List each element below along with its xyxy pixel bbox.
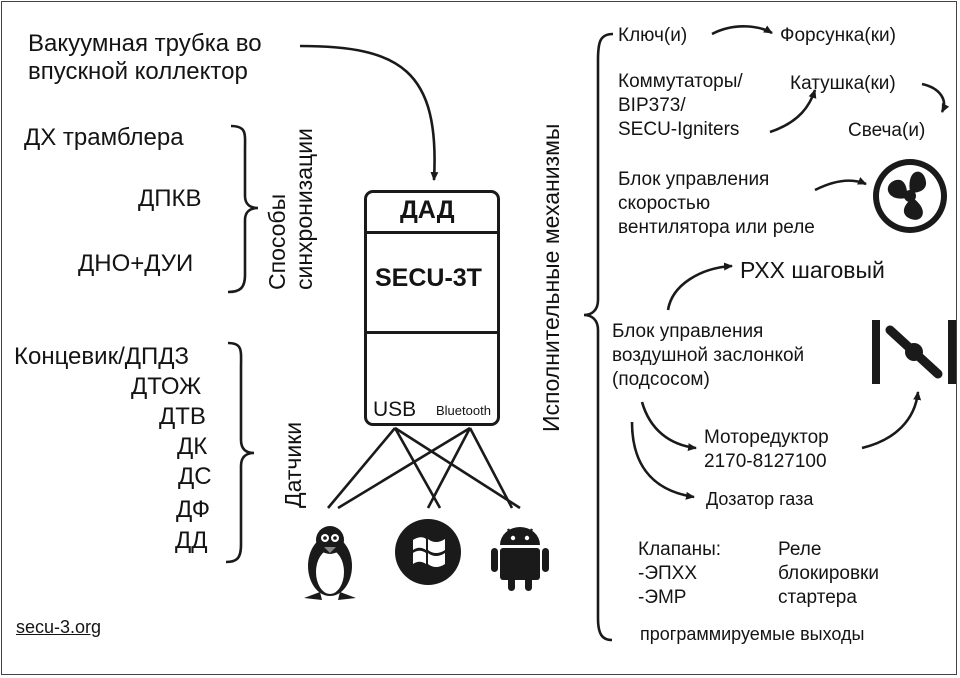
line-bt-android bbox=[468, 427, 514, 509]
arrow-iac bbox=[666, 262, 733, 311]
actuators-brace bbox=[583, 32, 614, 642]
line-usb-android bbox=[394, 426, 521, 510]
sensor-throttle-position: Концевик/ДПДЗ bbox=[14, 343, 189, 370]
sensor-pressure: ДД bbox=[175, 527, 208, 554]
sensor-air-temp: ДТВ bbox=[159, 403, 206, 430]
line-usb-linux bbox=[327, 427, 396, 509]
line-bt-linux bbox=[337, 426, 471, 510]
starter-relay-label: Реле блокировки стартера bbox=[778, 539, 879, 608]
bluetooth-label: Bluetooth bbox=[436, 403, 491, 418]
ignition-key: Ключ(и) bbox=[618, 25, 688, 46]
actuators-label: Исполнительные механизмы bbox=[538, 123, 564, 432]
sync-brace bbox=[227, 124, 259, 294]
fan-icon bbox=[873, 159, 947, 233]
choke-control-label: Блок управления воздушной заслонкой (под… bbox=[612, 321, 805, 390]
arrow-doser bbox=[630, 421, 695, 500]
android-icon bbox=[491, 527, 549, 591]
website-link[interactable]: secu-3.org bbox=[16, 617, 102, 637]
sync-item-ckp: ДПКВ bbox=[138, 185, 202, 212]
arrow-coil-plug bbox=[921, 82, 950, 113]
valves-label: Клапаны: -ЭПХХ -ЭМР bbox=[638, 539, 722, 608]
windows-icon bbox=[395, 519, 461, 585]
line-bt-windows bbox=[426, 427, 472, 509]
arrow-gearmotor bbox=[640, 401, 697, 452]
spark-plug: Свеча(и) bbox=[848, 120, 926, 141]
unit-name: SECU-3T bbox=[375, 264, 482, 292]
sensors-label: Датчики bbox=[280, 421, 306, 508]
sync-item-tdc: ДНО+ДУИ bbox=[78, 250, 194, 277]
ignition-switches: Коммутаторы/ BIP373/ SECU-Igniters bbox=[618, 71, 743, 140]
sensors-brace bbox=[225, 341, 255, 564]
arrow-switch-coil bbox=[769, 89, 817, 134]
sensor-speed: ДС bbox=[178, 463, 212, 490]
secu3t-unit bbox=[364, 190, 500, 426]
linux-icon bbox=[304, 526, 356, 600]
iac-stepper-label: РХХ шаговый bbox=[740, 257, 885, 283]
line-usb-windows bbox=[393, 427, 442, 509]
arrow-gearmotor-throttle bbox=[861, 391, 922, 450]
gear-motor-label: Моторедуктор 2170-8127100 bbox=[704, 427, 829, 472]
ignition-coil: Катушка(ки) bbox=[790, 73, 896, 94]
injector: Форсунка(ки) bbox=[780, 25, 896, 46]
throttle-icon bbox=[872, 320, 956, 384]
map-sensor-label: ДАД bbox=[400, 196, 455, 224]
usb-label: USB bbox=[373, 398, 417, 421]
vacuum-arrow bbox=[299, 44, 439, 181]
vacuum-tube-label: Вакуумная трубка во впускной коллектор bbox=[28, 30, 262, 85]
fan-control-label: Блок управления скоростью вентилятора ил… bbox=[618, 169, 815, 238]
gas-doser-label: Дозатор газа bbox=[706, 489, 814, 509]
programmable-outputs-label: программируемые выходы bbox=[640, 624, 865, 644]
sync-label: Способы синхронизации bbox=[264, 128, 317, 290]
sync-item-distributor: ДХ трамблера bbox=[24, 124, 184, 151]
sensor-knock: ДК bbox=[177, 433, 208, 460]
sensor-phase: ДФ bbox=[176, 496, 210, 523]
arrow-fan bbox=[814, 177, 867, 192]
arrow-key-injector bbox=[711, 25, 773, 36]
sensor-coolant-temp: ДТОЖ bbox=[131, 373, 202, 400]
